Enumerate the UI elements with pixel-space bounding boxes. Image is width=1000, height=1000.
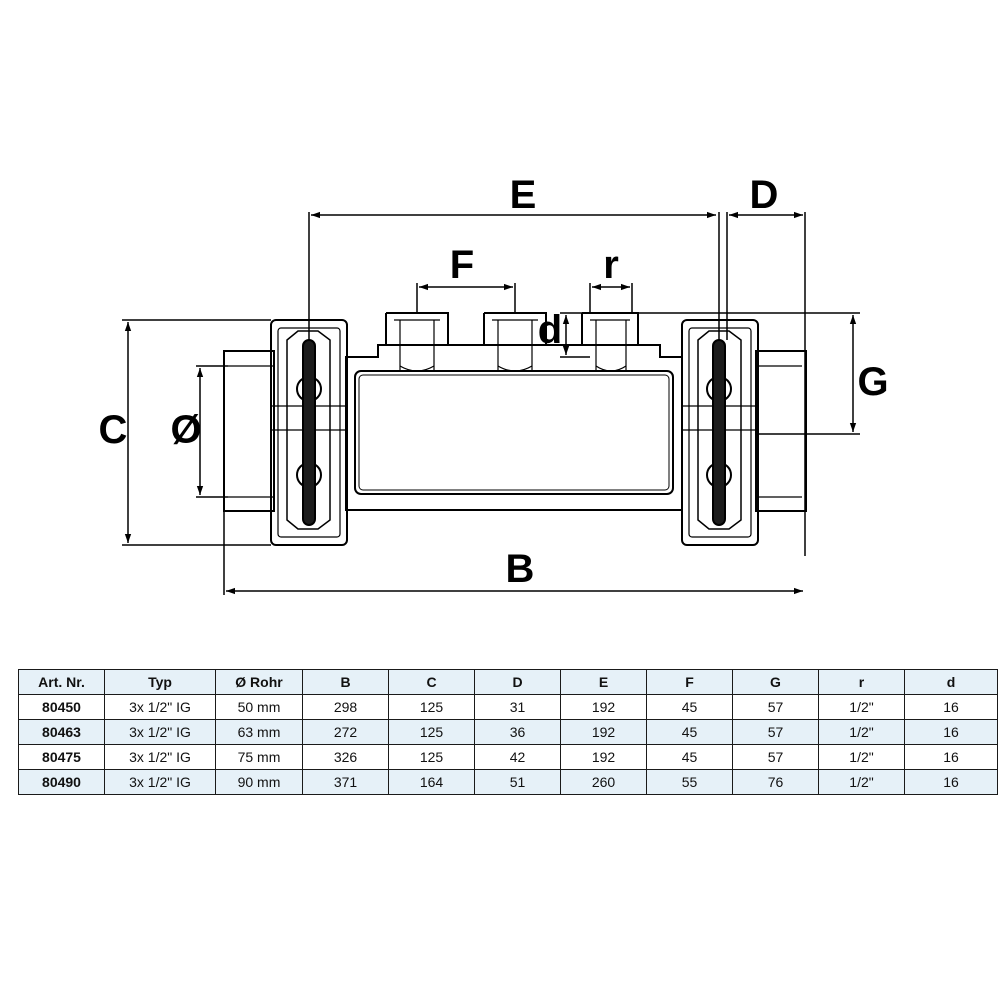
header-F: F	[646, 669, 733, 695]
header-B: B	[302, 669, 389, 695]
table-cell: 57	[732, 744, 819, 770]
left-pipe-socket	[223, 350, 275, 512]
table-cell: 51	[474, 769, 561, 795]
table-cell: 55	[646, 769, 733, 795]
label-G: G	[857, 360, 888, 404]
table-cell: 16	[904, 719, 998, 745]
outlet-3	[581, 312, 639, 372]
table-cell: 80450	[18, 694, 105, 720]
table-cell: 45	[646, 694, 733, 720]
table-cell: 3x 1/2" IG	[104, 719, 216, 745]
header-E: E	[560, 669, 647, 695]
header-r: r	[818, 669, 905, 695]
central-window	[354, 370, 674, 495]
table-cell: 76	[732, 769, 819, 795]
table-cell: 272	[302, 719, 389, 745]
table-cell: 80463	[18, 719, 105, 745]
label-diameter: Ø	[170, 408, 201, 452]
table-cell: 192	[560, 719, 647, 745]
header-art-nr: Art. Nr.	[18, 669, 105, 695]
table-row: 80450 3x 1/2" IG 50 mm 298 125 31 192 45…	[18, 694, 998, 720]
table-cell: 1/2"	[818, 769, 905, 795]
header-D: D	[474, 669, 561, 695]
outlet-1	[385, 312, 449, 372]
header-rohr-diameter: Ø Rohr	[215, 669, 303, 695]
header-G: G	[732, 669, 819, 695]
table-cell: 80475	[18, 744, 105, 770]
table-cell: 63 mm	[215, 719, 303, 745]
table-row: 80490 3x 1/2" IG 90 mm 371 164 51 260 55…	[18, 769, 998, 795]
table-cell: 260	[560, 769, 647, 795]
table-cell: 1/2"	[818, 744, 905, 770]
table-cell: 1/2"	[818, 694, 905, 720]
header-d: d	[904, 669, 998, 695]
table-cell: 57	[732, 719, 819, 745]
table-cell: 16	[904, 694, 998, 720]
table-cell: 3x 1/2" IG	[104, 769, 216, 795]
table-cell: 75 mm	[215, 744, 303, 770]
table-cell: 192	[560, 694, 647, 720]
table-cell: 36	[474, 719, 561, 745]
manifold-technical-drawing: E D F r d G C Ø B	[99, 173, 889, 595]
table-cell: 1/2"	[818, 719, 905, 745]
dimension-lines	[122, 211, 860, 595]
label-d: d	[538, 308, 562, 352]
table-cell: 125	[388, 694, 475, 720]
header-typ: Typ	[104, 669, 216, 695]
outlet-2	[483, 312, 547, 372]
table-cell: 125	[388, 744, 475, 770]
table-cell: 50 mm	[215, 694, 303, 720]
table-cell: 80490	[18, 769, 105, 795]
central-body	[345, 344, 683, 511]
table-cell: 3x 1/2" IG	[104, 694, 216, 720]
table-cell: 371	[302, 769, 389, 795]
header-C: C	[388, 669, 475, 695]
table-cell: 57	[732, 694, 819, 720]
right-clamp	[706, 339, 732, 526]
table-cell: 16	[904, 769, 998, 795]
table-cell: 192	[560, 744, 647, 770]
table-cell: 42	[474, 744, 561, 770]
label-F: F	[450, 243, 474, 287]
table-cell: 326	[302, 744, 389, 770]
table-row: 80475 3x 1/2" IG 75 mm 326 125 42 192 45…	[18, 744, 998, 770]
label-E: E	[510, 173, 537, 217]
label-D: D	[750, 173, 779, 217]
left-clamp	[296, 339, 322, 526]
table-cell: 31	[474, 694, 561, 720]
table-header-row: Art. Nr. Typ Ø Rohr B C D E F G r d	[18, 669, 998, 695]
table-cell: 16	[904, 744, 998, 770]
table-cell: 164	[388, 769, 475, 795]
label-r: r	[603, 243, 619, 287]
table-row: 80463 3x 1/2" IG 63 mm 272 125 36 192 45…	[18, 719, 998, 745]
table-cell: 298	[302, 694, 389, 720]
table-cell: 3x 1/2" IG	[104, 744, 216, 770]
table-cell: 125	[388, 719, 475, 745]
label-C: C	[99, 408, 128, 452]
table-cell: 45	[646, 719, 733, 745]
table-cell: 45	[646, 744, 733, 770]
specification-table: Art. Nr. Typ Ø Rohr B C D E F G r d 8045…	[18, 669, 998, 795]
table-cell: 90 mm	[215, 769, 303, 795]
right-pipe-socket	[755, 350, 807, 512]
label-B: B	[506, 547, 535, 591]
